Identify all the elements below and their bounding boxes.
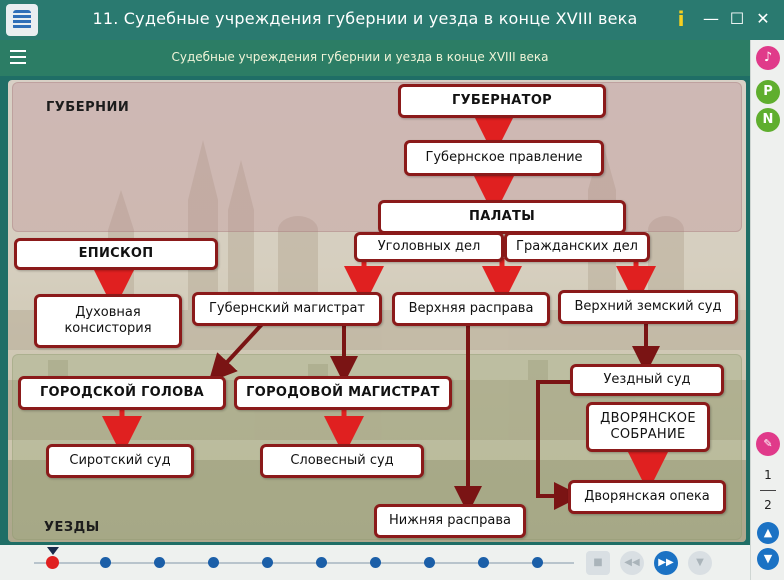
gor-magistrat-box[interactable]: ГОРОДОВОЙ МАГИСТРАТ: [234, 376, 452, 410]
window-title: 11. Судебные учреждения губернии и уезда…: [92, 9, 638, 28]
timeline-step-dot[interactable]: [262, 557, 273, 568]
tool-panel: ♪ P N ✎ 1 2 ▲ ▼: [750, 40, 784, 580]
page-separator: [760, 490, 776, 491]
rewind-icon[interactable]: ◀◀: [620, 551, 644, 575]
timeline-step-dot[interactable]: [46, 556, 59, 569]
timeline-step-dot[interactable]: [424, 557, 435, 568]
timeline-track: [34, 562, 574, 564]
timeline-step-dot[interactable]: [532, 557, 543, 568]
notes-icon[interactable]: N: [756, 108, 780, 132]
duh-konsistoriya-box[interactable]: Духовная консистория: [34, 294, 182, 348]
gubernia-label: ГУБЕРНИИ: [46, 100, 130, 115]
page-total: 2: [764, 498, 772, 512]
uezdny-sud-box[interactable]: Уездный суд: [570, 364, 724, 396]
stop-icon[interactable]: ■: [586, 551, 610, 575]
dvor-sobranie-box[interactable]: ДВОРЯНСКОЕ СОБРАНИЕ: [586, 402, 710, 452]
palaty-box[interactable]: ПАЛАТЫ: [378, 200, 626, 234]
verh-rasprava-box[interactable]: Верхняя расправа: [392, 292, 550, 326]
title-bar: 11. Судебные учреждения губернии и уезда…: [0, 0, 784, 40]
minimize-button[interactable]: —: [703, 9, 719, 28]
episkop-box[interactable]: ЕПИСКОП: [14, 238, 218, 270]
app-logo-icon: [6, 4, 38, 36]
menu-icon[interactable]: [10, 50, 26, 64]
timeline-step-dot[interactable]: [370, 557, 381, 568]
nizh-rasprava-box[interactable]: Нижняя расправа: [374, 504, 526, 538]
uezd-label: УЕЗДЫ: [44, 520, 100, 535]
timeline-position-marker: [47, 547, 59, 555]
search-icon[interactable]: P: [756, 80, 780, 104]
subtitle-bar: Судебные учреждения губернии и уезда в к…: [0, 40, 750, 76]
gor-golova-box[interactable]: ГОРОДСКОЙ ГОЛОВА: [18, 376, 226, 410]
page-current: 1: [764, 468, 772, 482]
verh-zemsky-box[interactable]: Верхний земский суд: [558, 290, 738, 324]
diagram-area: ГУБЕРНИИ УЕЗДЫ: [8, 80, 746, 542]
slide-timeline: ■ ◀◀ ▶▶ ▼: [0, 545, 750, 580]
sirotsky-box[interactable]: Сиротский суд: [46, 444, 194, 478]
timeline-step-dot[interactable]: [478, 557, 489, 568]
grazhdanskih-box[interactable]: Гражданских дел: [504, 232, 650, 262]
ugolovnyh-box[interactable]: Уголовных дел: [354, 232, 504, 262]
gub-pravlenie-box[interactable]: Губернское правление: [404, 140, 604, 176]
gubernator-box[interactable]: ГУБЕРНАТОР: [398, 84, 606, 118]
slide-subtitle: Судебные учреждения губернии и уезда в к…: [171, 50, 549, 64]
info-icon[interactable]: i: [677, 7, 685, 31]
gub-magistrat-box[interactable]: Губернский магистрат: [192, 292, 382, 326]
fast-forward-icon[interactable]: ▶▶: [654, 551, 678, 575]
timeline-step-dot[interactable]: [316, 557, 327, 568]
slovesny-box[interactable]: Словесный суд: [260, 444, 424, 478]
dvor-opeka-box[interactable]: Дворянская опека: [568, 480, 726, 514]
page-down-icon[interactable]: ▼: [757, 548, 779, 570]
timeline-step-dot[interactable]: [154, 557, 165, 568]
skip-down-icon[interactable]: ▼: [688, 551, 712, 575]
close-button[interactable]: ✕: [756, 9, 770, 28]
pencil-icon[interactable]: ✎: [756, 432, 780, 456]
music-note-icon[interactable]: ♪: [756, 46, 780, 70]
maximize-button[interactable]: ☐: [729, 9, 745, 28]
timeline-step-dot[interactable]: [100, 557, 111, 568]
page-up-icon[interactable]: ▲: [757, 522, 779, 544]
timeline-step-dot[interactable]: [208, 557, 219, 568]
